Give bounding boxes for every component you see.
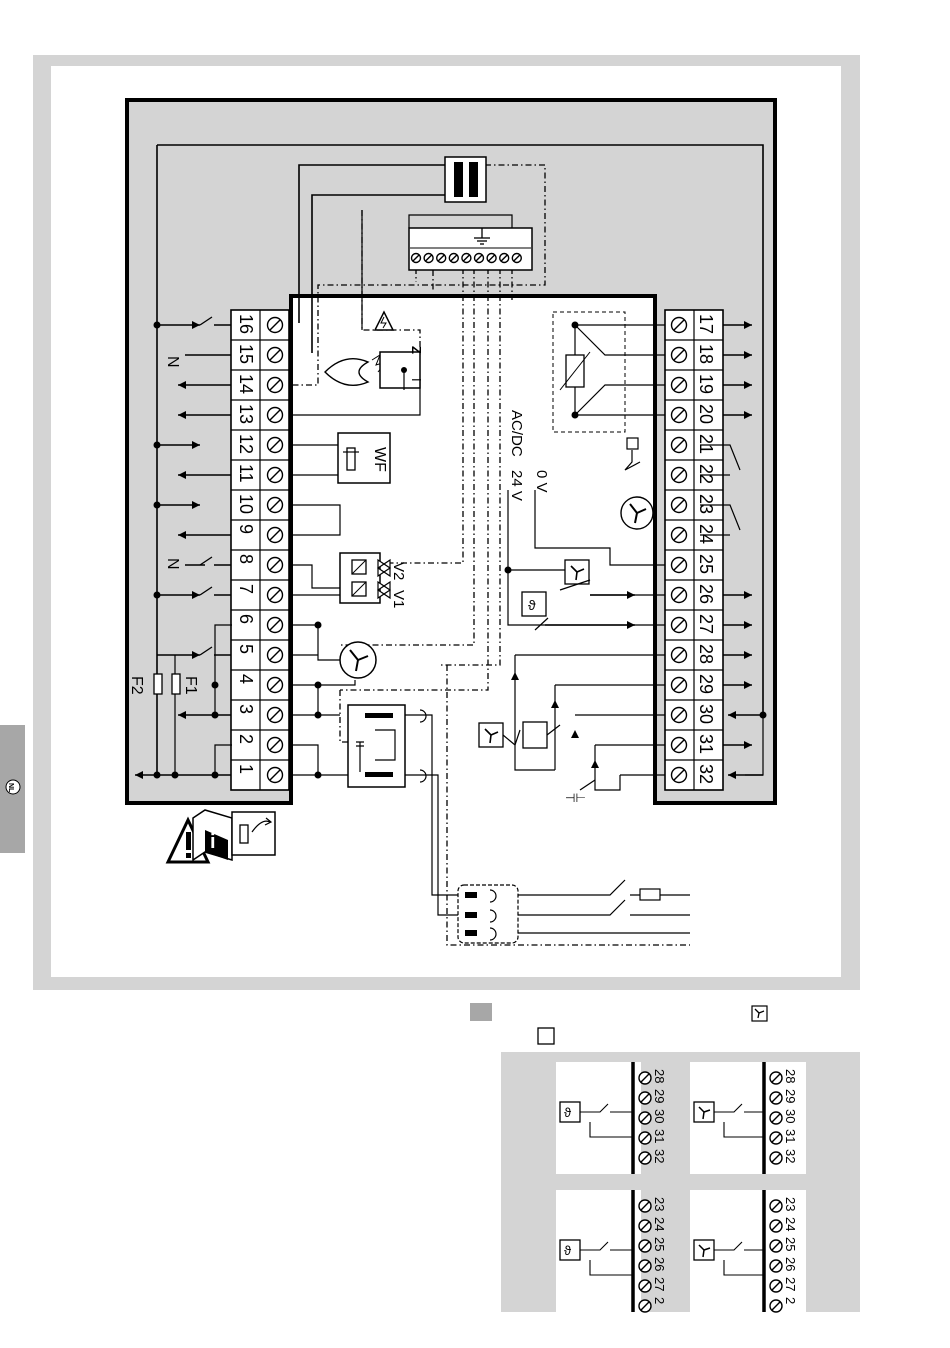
right-terminal-label: 21 [696, 434, 716, 454]
left-terminal-label: 3 [236, 704, 256, 714]
label-n-mid: N [164, 558, 181, 570]
left-terminal-label: 1 [236, 764, 256, 774]
right-terminal-label: 28 [696, 644, 716, 664]
left-terminal-label: 4 [236, 674, 256, 684]
detail-terminal-label: 31 [652, 1129, 667, 1143]
detail-terminal-label: 25 [783, 1237, 798, 1251]
right-terminal-label: 25 [696, 554, 716, 574]
detail-terminal-label: 32 [652, 1149, 667, 1163]
label-f1: F1 [182, 676, 199, 695]
info-book-icon: i [193, 810, 232, 860]
detail-terminal-label: 29 [652, 1089, 667, 1103]
svg-text:Z: Z [409, 346, 424, 354]
right-terminal-label: 32 [696, 764, 716, 784]
transformer [445, 157, 486, 202]
svg-text:i: i [210, 831, 216, 853]
detail-panels-background [501, 1052, 860, 1312]
label-n-top: N [164, 356, 181, 368]
left-terminal-label: 2 [236, 734, 256, 744]
detail-terminal-label: 31 [783, 1129, 798, 1143]
svg-text:ϑ: ϑ [528, 597, 536, 613]
right-terminal-label: 19 [696, 374, 716, 394]
right-terminal-label: 22 [696, 464, 716, 484]
side-tab-label: NL [7, 783, 14, 793]
detail-terminal-label: 23 [783, 1197, 798, 1211]
detail-terminal-label: 26 [652, 1257, 667, 1271]
right-terminal-label: 17 [696, 314, 716, 334]
detail-terminal-label: 27 [652, 1277, 667, 1291]
label-v2: V2 [390, 562, 407, 580]
svg-text:I: I [409, 378, 424, 382]
detail-terminal-label: 2 [652, 1297, 667, 1304]
left-terminal-label: 10 [236, 494, 256, 514]
left-terminal-label: 12 [236, 434, 256, 454]
detail-terminal-label: 32 [783, 1149, 798, 1163]
fan-icon [752, 1006, 767, 1021]
device-info-icon [232, 812, 275, 855]
fan-icon [340, 642, 376, 678]
earth-terminal-block [409, 228, 532, 270]
detail-terminal-label: 24 [652, 1217, 667, 1231]
right-terminal-label: 26 [696, 584, 716, 604]
detail-terminal-label: 29 [783, 1089, 798, 1103]
detail-terminal-label: 30 [783, 1109, 798, 1123]
detail-panel-4: 23 24 25 26 27 2 [690, 1190, 806, 1312]
label-f2: F2 [128, 676, 145, 695]
right-terminal-label: 30 [696, 704, 716, 724]
detail-terminal-label: 26 [783, 1257, 798, 1271]
detail-terminal-label: 25 [652, 1237, 667, 1251]
detail-panel-1: 28 29 30 31 32 ϑ [556, 1062, 667, 1174]
right-terminal-label: 31 [696, 734, 716, 754]
detail-terminal-label: 28 [783, 1069, 798, 1083]
fan-icon [621, 497, 653, 529]
label-0v: 0 V [533, 470, 550, 493]
language-side-tab: NL [0, 725, 25, 853]
thermostat-icon: ϑ [564, 1105, 572, 1120]
legend-empty-marker [538, 1028, 554, 1044]
right-terminal-strip: 17 18 19 20 21 22 23 24 25 26 27 28 29 30 31 32 [665, 310, 723, 790]
left-terminal-label: 8 [236, 554, 256, 564]
right-terminal-label: 29 [696, 674, 716, 694]
wf-label: WF [371, 447, 388, 472]
label-v1: V1 [390, 590, 407, 608]
detail-terminal-label: 30 [652, 1109, 667, 1123]
right-terminal-label: 27 [696, 614, 716, 634]
left-terminal-label: 13 [236, 404, 256, 424]
detail-panel-2: 28 29 30 31 32 [690, 1062, 806, 1174]
right-terminal-label: 24 [696, 524, 716, 544]
detail-terminal-label: 2 [783, 1297, 798, 1304]
right-terminal-label: 23 [696, 494, 716, 514]
legend-grey-marker [470, 1003, 492, 1021]
label-24v: 24 V [508, 470, 525, 501]
left-terminal-label: 9 [236, 524, 256, 534]
left-terminal-label: 14 [236, 374, 256, 394]
left-terminal-label: 5 [236, 644, 256, 654]
left-terminal-label: 11 [236, 464, 256, 483]
detail-terminal-label: 23 [652, 1197, 667, 1211]
water-flow-switch: WF [338, 433, 390, 483]
right-terminal-label: 20 [696, 404, 716, 424]
left-terminal-label: 16 [236, 314, 256, 334]
left-terminal-label: 15 [236, 344, 256, 364]
right-terminal-label: 18 [696, 344, 716, 364]
svg-text:⊣⊢: ⊣⊢ [565, 791, 586, 805]
left-terminal-label: 6 [236, 614, 256, 624]
detail-terminal-label: 28 [652, 1069, 667, 1083]
label-acdc: AC/DC [508, 410, 525, 457]
thermostat-icon: ϑ [564, 1243, 572, 1258]
left-terminal-label: 7 [236, 584, 256, 594]
detail-terminal-label: 27 [783, 1277, 798, 1291]
detail-terminal-label: 24 [783, 1217, 798, 1231]
